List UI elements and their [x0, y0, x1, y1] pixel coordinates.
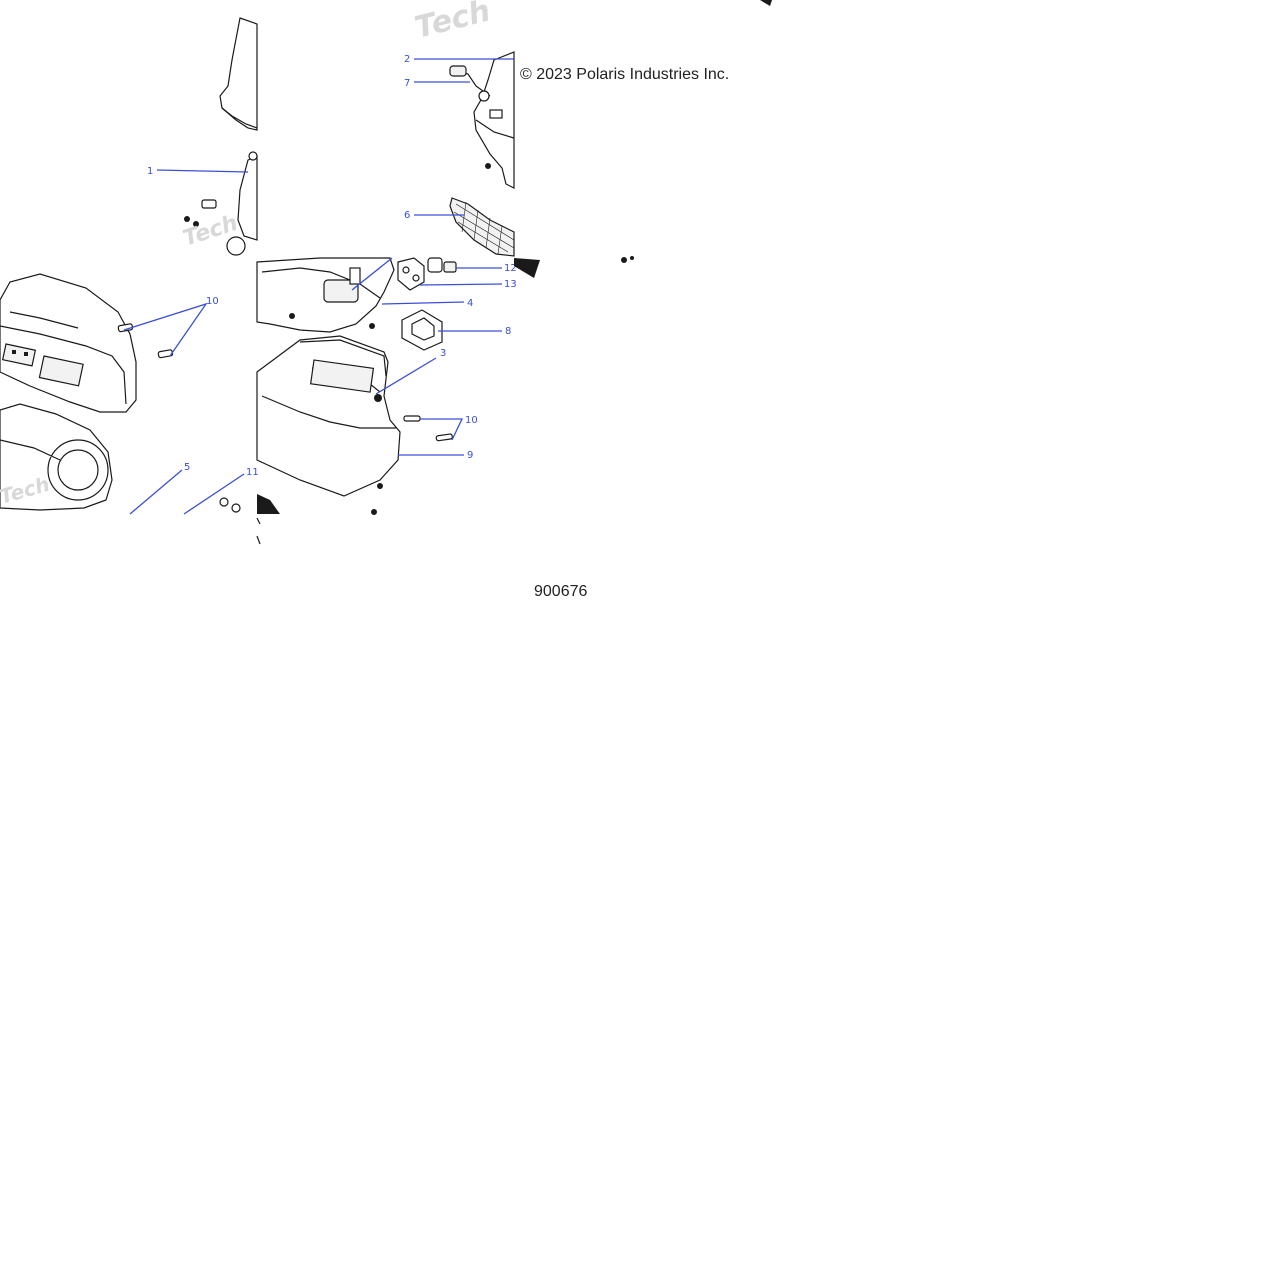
tile-top-left: Tech 1 [147, 17, 258, 256]
callout-10-right: 10 [465, 415, 478, 426]
tile-middle-center: 12 13 4 8 3 10 9 [256, 257, 517, 515]
tile-middle-left: Tech 10 5 11 [0, 273, 259, 515]
callout-7: 7 [404, 78, 410, 89]
callout-2: 2 [404, 54, 410, 65]
callout-8: 8 [505, 326, 511, 337]
grille-fragment [257, 494, 280, 514]
copyright-notice: © 2023 Polaris Industries Inc. [520, 66, 730, 83]
callout-5: 5 [184, 462, 190, 473]
callout-13: 13 [504, 279, 517, 290]
watermark-text-2: Tech [411, 0, 493, 46]
stray-fragment [760, 0, 772, 6]
stray-fragments-right [256, 256, 634, 545]
callout-6: 6 [404, 210, 410, 221]
callout-10-left: 10 [206, 296, 219, 307]
callout-9: 9 [467, 450, 473, 461]
callout-1: 1 [147, 166, 153, 177]
callout-11: 11 [246, 467, 259, 478]
fastener-cluster [184, 199, 246, 256]
callout-12: 12 [504, 263, 517, 274]
callout-4: 4 [467, 298, 473, 309]
callout-3: 3 [440, 348, 446, 359]
grille-mesh [453, 201, 515, 255]
diagram-number: 900676 [534, 583, 588, 600]
tile-top-center: Tech 2 7 6 [404, 0, 515, 257]
